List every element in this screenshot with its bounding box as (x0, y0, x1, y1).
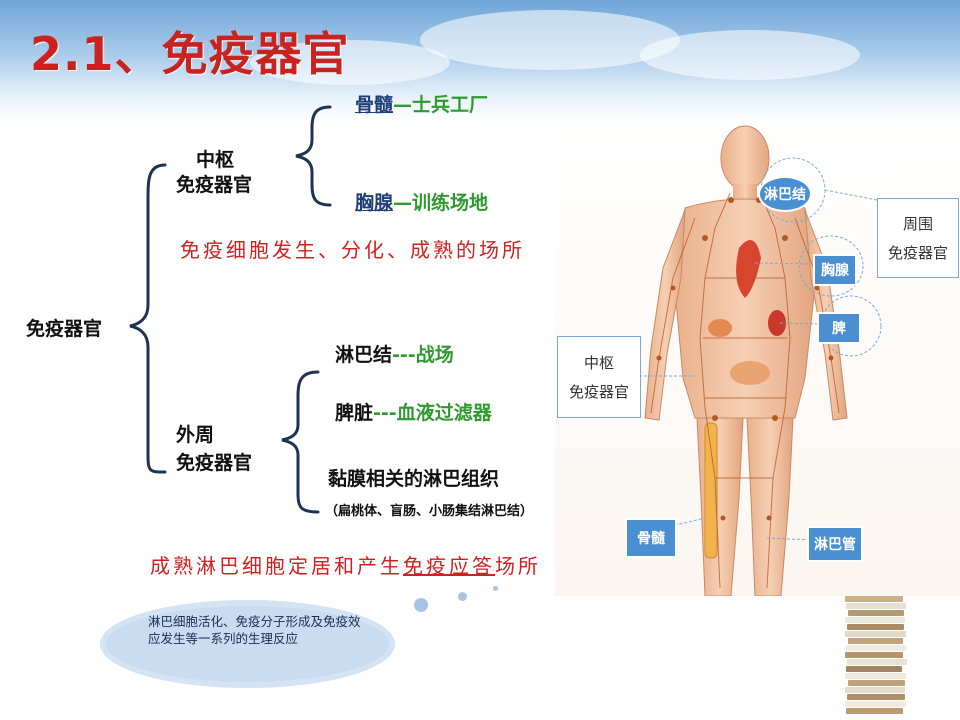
thymus-role: 训练场地 (412, 192, 489, 214)
bone-marrow-name: 骨髓 (355, 94, 394, 116)
spleen-role: 血液过滤器 (396, 402, 492, 424)
bone-marrow-role: 士兵工厂 (412, 94, 489, 116)
figure-label-bone-marrow: 骨髓 (625, 518, 677, 558)
figure-box-central-line1: 中枢 (583, 354, 614, 372)
thymus-item: 胸腺—训练场地 (355, 188, 488, 215)
thought-bubble-small (493, 586, 498, 591)
figure-box-peripheral-line1: 周围 (902, 215, 933, 233)
thymus-name: 胸腺 (355, 192, 394, 214)
central-label-line1: 中枢 (196, 149, 235, 171)
lymph-node-name: 淋巴结 (335, 344, 393, 366)
peripheral-label-line2: 免疫器官 (176, 452, 253, 474)
figure-label-lymph-vessel: 淋巴管 (807, 526, 863, 562)
root-bracket (129, 163, 167, 474)
figure-label-spleen: 脾 (817, 312, 861, 344)
book-stack-decoration (845, 596, 907, 720)
peripheral-note-end: 场所 (495, 554, 541, 578)
central-bracket (295, 105, 332, 207)
figure-box-peripheral-line2: 免疫器官 (887, 244, 948, 262)
bone-marrow-item: 骨髓—士兵工厂 (355, 90, 488, 117)
figure-label-lymph-node: 淋巴结 (758, 176, 812, 212)
thought-bubble-large (414, 598, 428, 612)
central-note: 免疫细胞发生、分化、成熟的场所 (180, 238, 525, 262)
thought-cloud (100, 600, 395, 688)
header-background (0, 0, 960, 120)
thymus-dash: — (393, 192, 413, 214)
figure-label-thymus: 胸腺 (813, 254, 857, 286)
cloud-text: 淋巴细胞活化、免疫分子形成及免疫效应发生等一系列的生理反应 (148, 614, 361, 646)
peripheral-bracket (281, 370, 320, 514)
bone-marrow-dash: — (393, 94, 413, 116)
peripheral-label-line1: 外周 (176, 424, 215, 446)
thought-bubble-medium (458, 592, 467, 601)
central-label-line2: 免疫器官 (176, 174, 253, 196)
figure-box-peripheral-organs: 周围 免疫器官 (877, 198, 959, 278)
immune-system-figure: 淋巴结 胸腺 脾 骨髓 淋巴管 中枢 免疫器官 周围 免疫器官 (555, 118, 960, 596)
lymph-node-dash: --- (392, 344, 416, 366)
root-label: 免疫器官 (26, 318, 103, 340)
peripheral-note: 成熟淋巴细胞定居和产生免疫应答场所 (150, 550, 541, 579)
peripheral-note-underlined: 免疫应答 (403, 554, 495, 578)
lymph-node-item: 淋巴结---战场 (335, 340, 454, 367)
figure-box-central-organs: 中枢 免疫器官 (557, 336, 641, 418)
slide-title: 2.1、免疫器官 (30, 27, 350, 81)
mucosa-item: 黏膜相关的淋巴组织 (328, 468, 500, 490)
spleen-name: 脾脏 (335, 402, 374, 424)
spleen-dash: --- (373, 402, 397, 424)
peripheral-note-start: 成熟淋巴细胞定居和产生 (150, 554, 403, 578)
spleen-item: 脾脏---血液过滤器 (335, 398, 492, 425)
lymph-node-role: 战场 (415, 344, 454, 366)
figure-box-central-line2: 免疫器官 (568, 383, 629, 401)
mucosa-detail: （扁桃体、盲肠、小肠集结淋巴结） (325, 504, 534, 519)
